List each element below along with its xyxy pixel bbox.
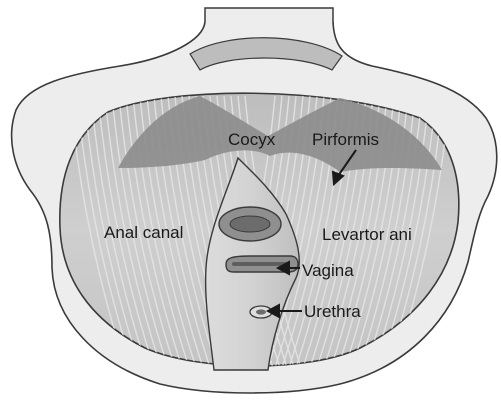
- urethra-lumen: [256, 309, 266, 314]
- label-anal-canal: Anal canal: [104, 223, 183, 242]
- label-urethra: Urethra: [304, 302, 361, 321]
- anal-canal-lumen: [230, 216, 270, 232]
- label-piriformis: Pirformis: [312, 130, 379, 149]
- label-cocyx: Cocyx: [228, 130, 276, 149]
- label-levator-ani: Levartor ani: [322, 225, 412, 244]
- label-vagina: Vagina: [302, 261, 354, 280]
